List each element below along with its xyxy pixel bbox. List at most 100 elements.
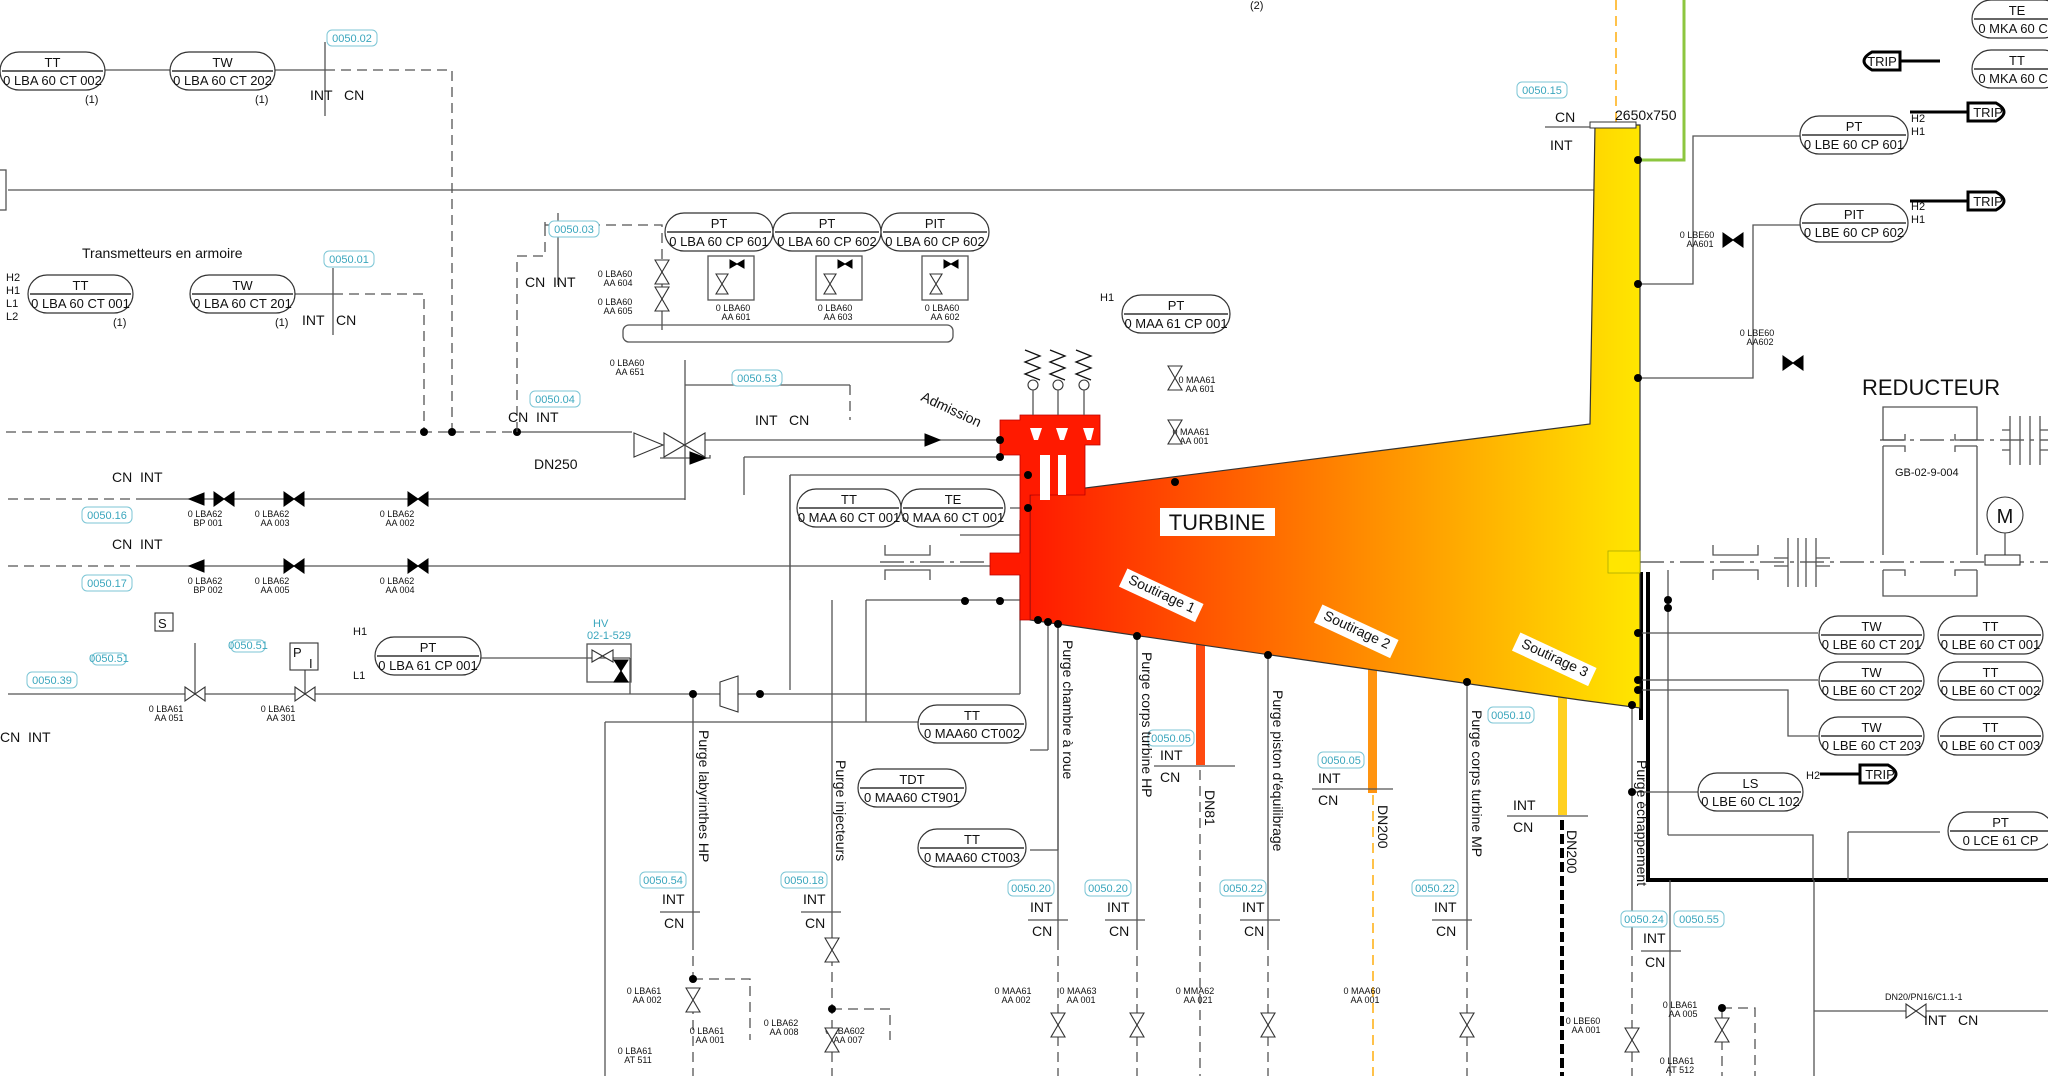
svg-text:0 MAA61: 0 MAA61 (1172, 427, 1209, 437)
turbine[interactable]: TURBINE Soutirage 1 Soutirage 2 Soutirag… (919, 121, 1672, 796)
valve-icon[interactable] (685, 987, 701, 1013)
reference-tag[interactable]: 0050.04 (529, 390, 581, 408)
valve-icon[interactable] (1167, 419, 1183, 445)
instrument-tt[interactable]: TT0 MAA60 CT002 (917, 704, 1027, 744)
valve-icon[interactable] (1167, 365, 1183, 391)
svg-text:AA 001: AA 001 (1066, 995, 1095, 1005)
instrument-pt[interactable]: PT0 LBA 60 CP 602 (772, 212, 882, 252)
reference-tag[interactable]: 0050.51 (228, 639, 268, 653)
instrument-tt[interactable]: TT0 MAA 60 CT 001 (796, 488, 902, 528)
instrument-type: TE (2009, 3, 2026, 18)
reducer-gearbox[interactable]: M (884, 406, 2048, 597)
valve-icon[interactable] (1129, 1012, 1145, 1038)
valve-icon[interactable] (1722, 232, 1744, 248)
reference-tag[interactable]: 0050.55 (1673, 910, 1725, 928)
reference-tag[interactable]: 0050.39 (26, 671, 78, 689)
trip-button[interactable]: TRIP (1910, 101, 2006, 123)
int-label: INT (1434, 899, 1457, 915)
svg-text:0 LBA62: 0 LBA62 (188, 576, 223, 586)
svg-text:0050.51: 0050.51 (228, 640, 268, 652)
svg-text:AA 001: AA 001 (695, 1035, 724, 1045)
instrument-tw[interactable]: TW0 LBE 60 CT 202 (1818, 661, 1925, 701)
reference-tag[interactable]: 0050.53 (731, 369, 783, 387)
instrument-tw[interactable]: TW0 LBA 60 CT 201(1) (189, 274, 296, 329)
int-label: INT (662, 891, 685, 907)
valve-icon[interactable] (824, 937, 840, 963)
instrument-tt[interactable]: TT0 LBE 60 CT 002 (1937, 661, 2044, 701)
valve-icon[interactable] (184, 685, 206, 703)
valve-icon[interactable] (294, 685, 316, 703)
valve-icon[interactable] (283, 491, 305, 507)
instrument-tw[interactable]: TW0 LBA 60 CT 202(1) (169, 51, 276, 106)
valve-icon[interactable] (824, 1027, 840, 1053)
valve-icon[interactable] (654, 286, 670, 312)
solenoid-icon[interactable] (154, 612, 174, 632)
instrument-tt[interactable]: TT0 MAA60 CT003 (917, 828, 1027, 868)
instrument-tt[interactable]: TT0 LBE 60 CT 001 (1937, 615, 2044, 655)
instrument-tt[interactable]: TT0 LBE 60 CT 003 (1937, 716, 2044, 756)
instrument-pt[interactable]: PT0 LBA 60 CP 601 (664, 212, 774, 252)
reference-tag[interactable]: 0050.17 (81, 574, 133, 592)
instrument-type: PIT (925, 216, 945, 231)
instrument-tt[interactable]: TT0 MKA 60 CTH2H1 (1971, 47, 2048, 89)
reference-tag[interactable]: 0050.51 (89, 652, 129, 666)
valve-icon[interactable] (1782, 355, 1804, 371)
svg-text:0 LBA61: 0 LBA61 (149, 704, 184, 714)
int-label: INT (1030, 899, 1053, 915)
reference-tag[interactable]: 0050.16 (81, 506, 133, 524)
valve-icon[interactable] (213, 491, 235, 507)
instrument-note: (1) (275, 317, 288, 329)
instrument-te[interactable]: TE0 MKA 60 CT (1971, 0, 2048, 39)
valve-icon[interactable] (283, 558, 305, 574)
valve-icon[interactable] (1905, 1002, 1927, 1020)
instrument-type: TT (841, 492, 857, 507)
valve-icon[interactable] (407, 491, 429, 507)
instrument-tw[interactable]: TW0 LBE 60 CT 203 (1818, 716, 1925, 756)
valve-icon[interactable] (1260, 1012, 1276, 1038)
valve-icon[interactable] (1714, 1017, 1730, 1043)
valve-icon[interactable] (1459, 1012, 1475, 1038)
reference-tag[interactable]: 0050.02 (326, 29, 378, 47)
instrument-pt[interactable]: PT0 LCE 61 CP (1947, 811, 2048, 851)
svg-text:AA 005: AA 005 (1668, 1009, 1697, 1019)
instrument-tag: 0 LBA 60 CT 201 (193, 296, 292, 311)
reference-tag[interactable]: 0050.01 (323, 250, 375, 268)
valve-icon[interactable] (654, 259, 670, 285)
trip-button[interactable]: TRIP (1820, 763, 1898, 785)
instrument-te[interactable]: TE0 MAA 60 CT 001 (900, 488, 1006, 528)
reference-tag[interactable]: 0050.15 (1516, 81, 1568, 99)
svg-text:AT 512: AT 512 (1666, 1065, 1694, 1075)
pi-converter-icon[interactable] (289, 642, 319, 671)
instrument-tw[interactable]: TW0 LBE 60 CT 201 (1818, 615, 1925, 655)
valve-icon[interactable] (1050, 1012, 1066, 1038)
trip-button[interactable]: TRIP (1910, 190, 2006, 212)
admission-valve-icon[interactable] (663, 432, 706, 458)
valve-icon[interactable] (407, 558, 429, 574)
trip-button[interactable]: TRIP (1862, 50, 1940, 72)
instrument-tt[interactable]: TT0 LBA 60 CT 002(1) (0, 51, 106, 106)
reference-tag[interactable]: 0050.03 (548, 220, 600, 238)
motor-label: M (1997, 506, 2014, 528)
valve-icon[interactable] (1624, 1027, 1640, 1053)
svg-text:0050.53: 0050.53 (737, 373, 777, 385)
